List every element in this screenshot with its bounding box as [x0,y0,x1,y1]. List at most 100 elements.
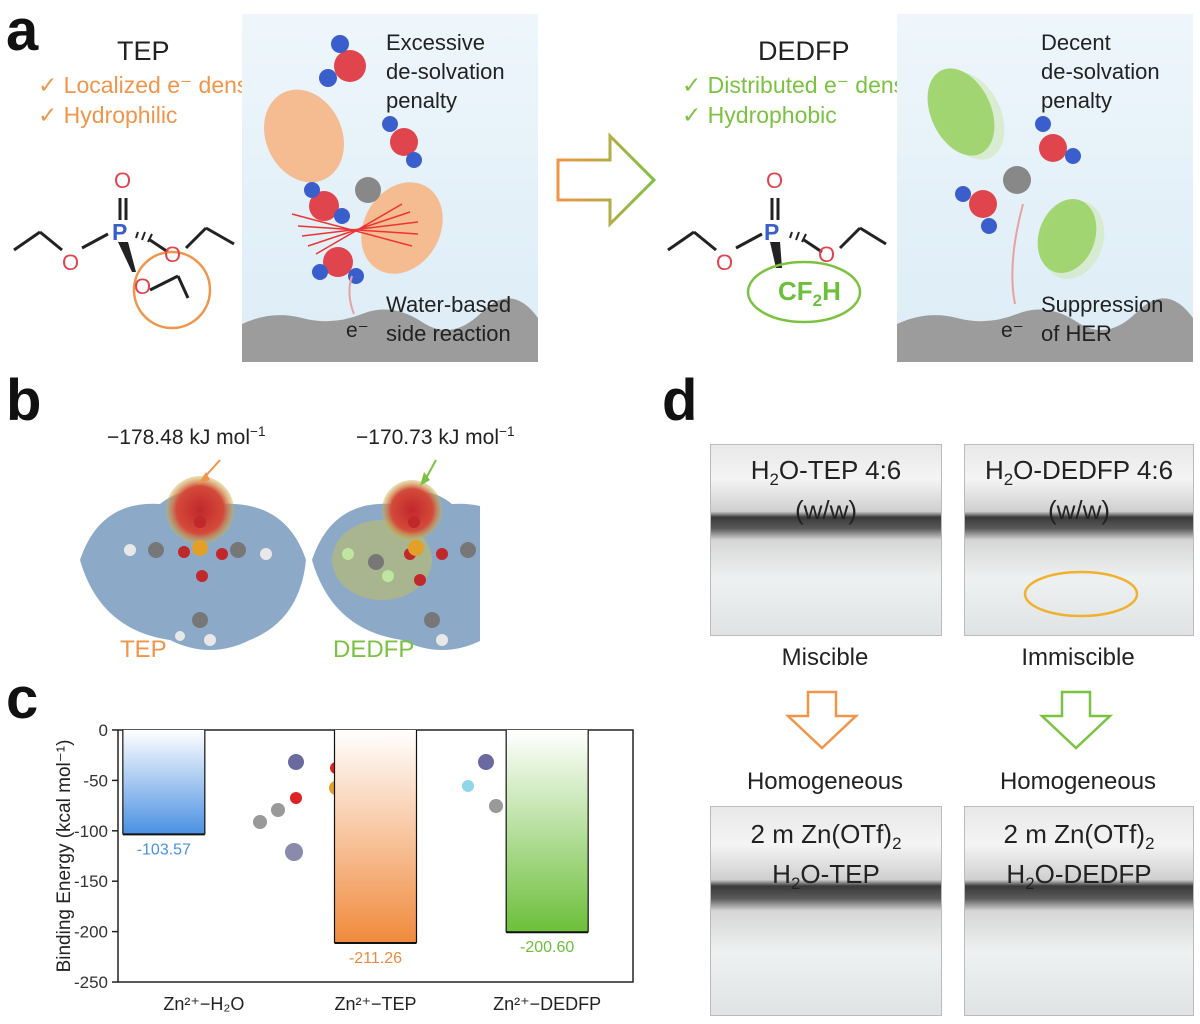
esp-value-dedfp-unit: −1 [499,424,515,439]
dedfp-cf2h-group: CF2H [778,276,841,311]
dedfp-oxygen-top: O [766,168,783,193]
photo-zn-h2o-tep-label: 2 m Zn(OTf)2 H2O-TEP [711,819,941,899]
bl-l1-pre: 2 m Zn(OTf) [750,819,893,849]
panel-label-b: b [6,368,42,433]
tep-oxygen-top: O [114,168,131,193]
cf2h-sub: 2 [812,291,823,311]
bar-3-value-label: -200.60 [520,939,574,956]
br-l2-pre: H [1006,859,1026,890]
dedfp-scene-bottom-line2: of HER [1041,321,1112,346]
tep-solvation-illustration [242,35,538,362]
tep-scene-top-line1: Excessive [386,30,486,55]
y-tick-label: -150 [74,872,108,891]
bl-l2-pre: H [772,859,791,890]
dedfp-phosphorus: P [764,219,779,245]
bar-3 [506,730,589,933]
cf2h-main: CF [778,276,813,306]
status-miscible: Miscible [781,644,869,671]
tep-oxygen-left: O [62,250,79,275]
tep-check-hydrophilic: ✓ Hydrophilic [38,102,178,128]
esp-value-tep: −178.48 kJ mol−1 [107,424,266,450]
photo-zn-h2o-dedfp: 2 m Zn(OTf)2 H2O-DEDFP [964,806,1194,1016]
dedfp-check-electron-density: ✓ Distributed e⁻ density [682,72,929,98]
x-category-label-3: Zn²⁺−DEDFP [493,994,601,1014]
br-l1-pre: 2 m Zn(OTf) [1003,819,1146,849]
bl-l1-sub: 2 [892,834,902,854]
br-l1-sub: 2 [1145,834,1155,854]
photo-h2o-dedfp: H2O-DEDFP 4:6 (w/w) [964,444,1194,636]
tep-oxygen-right: O [164,242,181,267]
transition-arrow-icon [556,132,657,228]
esp-map-tep [80,476,306,650]
dedfp-check-hydrophobic: ✓ Hydrophobic [682,102,837,128]
electrode-surface [242,298,538,362]
down-arrow-green-icon [1038,690,1114,750]
tep-check-electron-density: ✓ Localized e⁻ density [38,72,272,98]
esp-maps [80,459,480,650]
down-arrow-orange-icon [784,690,860,750]
bar-1-value-label: -103.57 [137,841,191,858]
tep-scene-top-line3: penalty [386,88,457,113]
esp-value-dedfp: −170.73 kJ mol−1 [356,424,515,450]
tep-scene-bottom-line1: Water-based [386,292,512,317]
dedfp-oxygen-right: O [818,242,835,267]
y-tick-label: -100 [74,822,108,841]
bar-2 [334,730,417,943]
dedfp-scene-bottom-line1: Suppression [1041,292,1164,317]
result-homogeneous-left: Homogeneous [746,768,904,795]
dedfp-title: DEDFP [758,36,850,66]
bl-l2-post: O-TEP [800,859,880,890]
result-homogeneous-right: Homogeneous [999,768,1157,795]
tr-l1-sub: 2 [1003,470,1014,490]
tl-l1-sub: 2 [769,470,779,490]
panel-label-a: a [6,0,39,63]
tep-electron-label: e⁻ [346,319,369,342]
panel-label-d: d [662,368,698,433]
esp-value-tep-unit: −1 [250,424,266,439]
tep-oxygen-bottom: O [134,274,151,299]
y-tick-label: -250 [74,973,108,992]
tl-l2: (w/w) [794,495,858,526]
photo-h2o-tep-label: H2O-TEP 4:6 (w/w) [711,455,941,526]
dedfp-electron-label: e⁻ [1001,319,1024,342]
dedfp-scene-top-line3: penalty [1041,88,1112,113]
photo-zn-h2o-dedfp-label: 2 m Zn(OTf)2 H2O-DEDFP [965,819,1193,899]
dedfp-scene-top-line1: Decent [1041,30,1111,55]
dedfp-scene-top-line2: de-solvation [1041,59,1160,84]
photo-h2o-dedfp-label: H2O-DEDFP 4:6 (w/w) [965,455,1193,526]
tep-structure: O P O O O [13,168,235,330]
panel-label-c: c [6,666,39,731]
br-l2-sub: 2 [1025,874,1035,894]
dedfp-solvation-illustration [897,68,1193,362]
tr-l1-pre: H [984,455,1004,485]
zinc-ion-dedfp [1003,166,1031,194]
tl-l1-pre: H [750,455,770,485]
immiscible-interface-marker-icon [1023,570,1139,618]
esp-value-dedfp-text: −170.73 kJ mol [356,426,500,449]
status-immiscible: Immiscible [1021,644,1135,671]
esp-label-tep: TEP [120,636,167,663]
x-category-label-2: Zn²⁺−TEP [334,994,416,1014]
dedfp-oxygen-left: O [716,250,733,275]
esp-label-dedfp: DEDFP [333,636,415,663]
dedfp-structure: O P O O [667,168,887,324]
cf2h-end: H [822,276,841,306]
tr-l2: (w/w) [1047,495,1111,526]
y-tick-label: -200 [74,923,108,942]
x-category-label-1: Zn²⁺−H₂O [163,994,244,1014]
photo-zn-h2o-tep: 2 m Zn(OTf)2 H2O-TEP [710,806,942,1016]
zinc-ion [355,177,381,203]
tep-title: TEP [117,36,170,66]
electrode-surface-dedfp [897,298,1193,362]
tl-l1-post: O-TEP 4:6 [778,455,902,485]
tep-phosphorus: P [112,219,127,245]
dedfp-solvation-scene: Decent de-solvation penalty Suppression … [897,14,1193,362]
esp-map-dedfp [312,480,480,650]
bar-1 [122,730,205,835]
y-axis-label: Binding Energy (kcal mol⁻¹) [54,740,75,973]
y-tick-label: -50 [83,771,108,790]
tep-scene-bottom-line2: side reaction [386,321,511,346]
tep-scene-top-line2: de-solvation [386,59,505,84]
photo-h2o-tep: H2O-TEP 4:6 (w/w) [710,444,942,636]
